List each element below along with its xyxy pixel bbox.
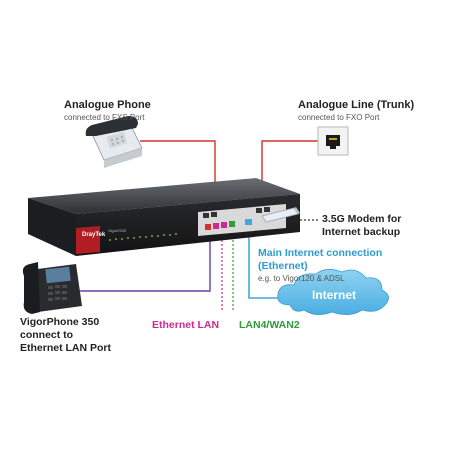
vigorphone-label-1: VigorPhone 350 — [20, 316, 100, 328]
router-brand: DrayTek — [82, 232, 106, 238]
analogue-phone-title: Analogue Phone — [64, 99, 151, 111]
analogue-line-title: Analogue Line (Trunk) — [298, 99, 415, 111]
main-internet-label-2: (Ethernet) — [258, 260, 308, 272]
lan-wan-label: LAN4/WAN2 — [239, 319, 300, 331]
vigorphone-label-2: connect to — [20, 329, 74, 341]
internet-line — [248, 222, 282, 299]
modem-label-1: 3.5G Modem for — [322, 213, 402, 225]
phone-jack-icon — [317, 126, 349, 156]
vigorphone-label-3: Ethernet LAN Port — [20, 342, 112, 354]
internet-label: Internet — [312, 288, 356, 302]
ethernet-lan-label: Ethernet LAN — [152, 319, 220, 331]
main-internet-label-1: Main Internet connection — [258, 247, 383, 259]
phone-icon — [85, 116, 143, 168]
usb-modem-icon — [261, 207, 300, 223]
analogue-phone-sub: connected to FXS Port — [64, 113, 145, 122]
cloud-icon: Internet — [277, 269, 389, 315]
modem-label-2: Internet backup — [322, 226, 401, 238]
analogue-line-sub: connected to FXO Port — [298, 113, 380, 122]
main-internet-sub: e.g. to Vigor120 & ADSL — [258, 274, 345, 283]
router-model: Vigor2920 — [108, 228, 127, 233]
router-icon: DrayTek Vigor2920 — [28, 178, 300, 256]
ip-phone-icon — [22, 262, 82, 314]
